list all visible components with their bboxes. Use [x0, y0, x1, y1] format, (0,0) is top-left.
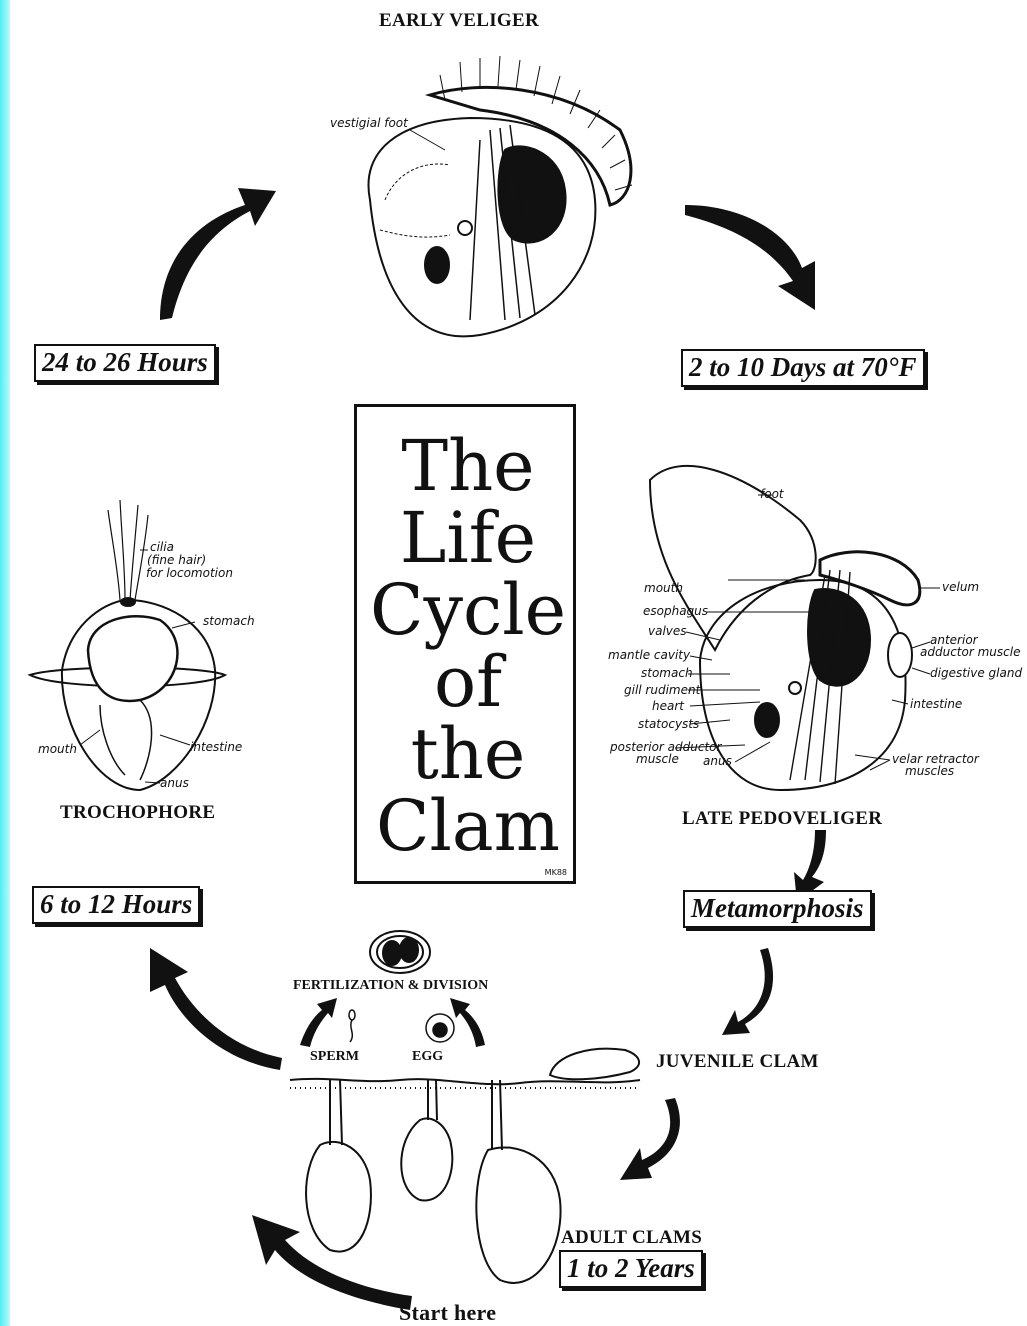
label-troch-mouth: mouth [38, 743, 77, 755]
sperm-drawing [349, 1010, 355, 1042]
arrow-to-trochophore [150, 948, 282, 1070]
time-6-12-hours: 6 to 12 Hours [32, 886, 200, 924]
label-ped-anus: anus [703, 755, 732, 767]
label-cilia-locomotion: for locomotion [146, 567, 233, 579]
fertilization-heading: FERTILIZATION & DIVISION [293, 978, 488, 994]
label-foot: foot [760, 488, 784, 500]
time-1-2-years: 1 to 2 Years [559, 1250, 703, 1288]
label-heart: heart [652, 700, 684, 712]
label-mantle-cavity: mantle cavity [608, 649, 690, 661]
label-valves: valves [648, 625, 687, 637]
arrow-to-early-veliger [160, 188, 276, 320]
time-24-26-hours: 24 to 26 Hours [34, 344, 216, 382]
arrow-egg-up [450, 998, 485, 1047]
label-posterior-adductor-muscle: muscle [636, 753, 679, 765]
label-cilia-fine-hair: (fine hair) [147, 554, 206, 566]
label-ped-stomach: stomach [641, 667, 693, 679]
title-line-5: the [357, 719, 579, 789]
title-line-3: Cycle [357, 575, 579, 645]
egg-drawing [426, 1014, 454, 1042]
start-here-label: Start here [399, 1300, 496, 1326]
title-line-4: of [357, 647, 579, 717]
label-cilia: cilia [150, 541, 174, 553]
label-digestive-gland: digestive gland [930, 667, 1022, 679]
time-2-10-days: 2 to 10 Days at 70°F [681, 349, 925, 387]
juvenile-clam-heading: JUVENILE CLAM [656, 1051, 819, 1073]
early-veliger-drawing [368, 56, 632, 336]
title-line-2: Life [357, 503, 579, 573]
label-troch-stomach: stomach [203, 615, 255, 627]
label-ped-mouth: mouth [644, 582, 683, 594]
arrow-sperm-up [300, 998, 337, 1047]
title-box: The Life Cycle of the Clam MK88 [354, 404, 576, 884]
arrow-to-2-10-days [685, 205, 815, 310]
label-gill-rudiment: gill rudiment [624, 684, 700, 696]
fertilized-egg-drawing [370, 931, 430, 973]
egg-label: EGG [412, 1049, 443, 1065]
arrow-to-juvenile [722, 948, 773, 1035]
label-velum: velum [942, 581, 979, 593]
arrow-to-adult [620, 1098, 680, 1180]
artist-signature: MK88 [545, 868, 567, 877]
label-troch-anus: anus [160, 777, 189, 789]
metamorphosis-box: Metamorphosis [683, 890, 872, 928]
label-ped-intestine: intestine [910, 698, 962, 710]
label-statocysts: statocysts [638, 718, 699, 730]
late-pedoveliger-heading: LATE PEDOVELIGER [682, 808, 882, 830]
label-anterior-adductor-muscle: adductor muscle [920, 646, 1020, 658]
label-troch-intestine: intestine [190, 741, 242, 753]
adult-clams-heading: ADULT CLAMS [561, 1227, 702, 1249]
title-line-1: The [357, 431, 579, 501]
early-veliger-heading: EARLY VELIGER [379, 10, 539, 32]
label-esophagus: esophagus [643, 605, 708, 617]
sperm-label: SPERM [310, 1049, 359, 1065]
title-line-6: Clam [357, 791, 579, 861]
label-velar-retractor-muscles: muscles [905, 765, 954, 777]
arrow-start-to-spawn [252, 1215, 412, 1310]
label-vestigial-foot: vestigial foot [330, 117, 408, 129]
trochophore-heading: TROCHOPHORE [60, 802, 215, 824]
